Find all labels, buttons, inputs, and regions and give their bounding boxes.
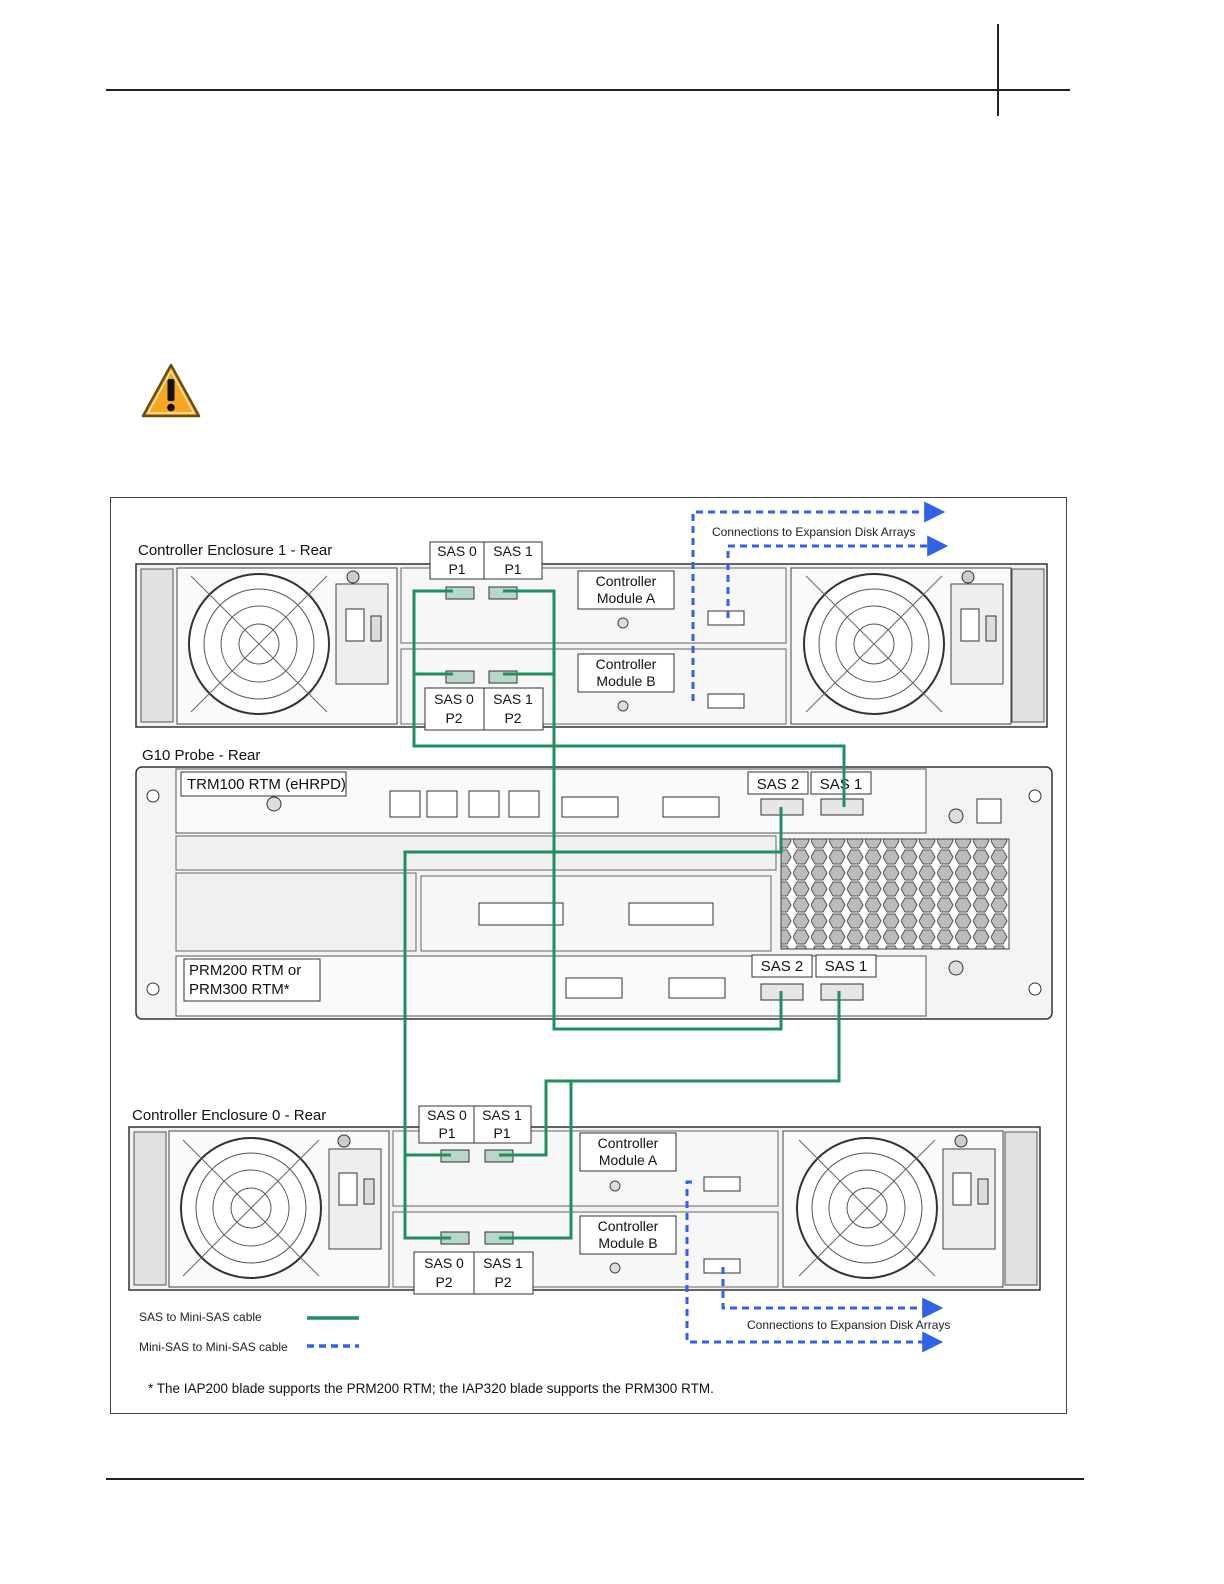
sas-cable [503, 589, 783, 1031]
enclosure1-controller-b-label: Controller Module B [577, 653, 675, 693]
sas1-label: SAS 1 [493, 691, 533, 707]
enclosure0-controller-b-label: Controller Module B [579, 1215, 677, 1255]
svg-text:SAS 1: SAS 1 [825, 958, 868, 975]
p2-label: P2 [445, 710, 462, 726]
minisas-cables [685, 501, 949, 1353]
svg-text:Module A: Module A [597, 590, 656, 606]
minisas-cable [726, 535, 949, 618]
svg-text:Controller: Controller [596, 573, 657, 589]
enclosure0-port-labels-top: SAS 0 P1 SAS 1 P1 [418, 1105, 532, 1144]
enclosure1-chassis [135, 563, 1048, 728]
sas0-label: SAS 0 [437, 543, 477, 559]
svg-text:Module A: Module A [599, 1152, 658, 1168]
warning-icon [141, 363, 201, 418]
svg-text:SAS 1: SAS 1 [820, 776, 863, 793]
svg-text:SAS 2: SAS 2 [757, 776, 800, 793]
enclosure0-title: Controller Enclosure 0 - Rear [132, 1107, 326, 1124]
svg-text:TRM100 RTM (eHRPD): TRM100 RTM (eHRPD) [187, 776, 346, 793]
svg-text:SAS 0: SAS 0 [424, 1255, 464, 1271]
svg-text:Controller: Controller [598, 1135, 659, 1151]
enclosure1-controller-a-label: Controller Module A [577, 570, 675, 610]
svg-text:Controller: Controller [598, 1218, 659, 1234]
enclosure1-port-labels-bottom: SAS 0 P2 SAS 1 P2 [424, 687, 544, 731]
expansion-label-top: Connections to Expansion Disk Arrays [712, 525, 915, 539]
svg-text:SAS 1: SAS 1 [483, 1255, 523, 1271]
prm-label: PRM200 RTM or PRM300 RTM* [183, 958, 321, 1002]
sas-cable [499, 991, 841, 1157]
svg-text:Controller: Controller [596, 656, 657, 672]
minisas-cable [685, 1180, 944, 1353]
svg-text:P2: P2 [494, 1274, 511, 1290]
svg-text:SAS 2: SAS 2 [761, 958, 804, 975]
legend-sas-label: SAS to Mini-SAS cable [139, 1310, 262, 1324]
svg-text:Module B: Module B [598, 1235, 657, 1251]
sas-cables [403, 589, 846, 1240]
header-rule [106, 89, 1070, 91]
svg-text:P2: P2 [435, 1274, 452, 1290]
probe-title: G10 Probe - Rear [142, 747, 260, 764]
enclosure1-title: Controller Enclosure 1 - Rear [138, 542, 332, 559]
minisas-cable [721, 1267, 944, 1319]
svg-text:PRM300 RTM*: PRM300 RTM* [189, 981, 290, 998]
p2-label: P2 [504, 710, 521, 726]
sas-cable [499, 1081, 573, 1240]
trm-sas-labels: SAS 2 SAS 1 [747, 771, 872, 795]
svg-text:SAS 1: SAS 1 [482, 1107, 522, 1123]
p1-label: P1 [448, 561, 465, 577]
enclosure0-port-labels-bottom: SAS 0 P2 SAS 1 P2 [413, 1251, 534, 1295]
enclosure1-port-labels-top: SAS 0 P1 SAS 1 P1 [429, 541, 543, 580]
legend: SAS to Mini-SAS cable Mini-SAS to Mini-S… [139, 1310, 359, 1354]
cabling-diagram-svg: Controller Enclosure 1 - Rear [128, 501, 1053, 1396]
enclosure0-controller-a-label: Controller Module A [579, 1132, 677, 1172]
sas-cable [412, 589, 846, 807]
minisas-cable [691, 501, 946, 701]
svg-text:P1: P1 [438, 1125, 455, 1141]
trm-label: TRM100 RTM (eHRPD) [180, 771, 347, 797]
expansion-label-bottom: Connections to Expansion Disk Arrays [747, 1318, 950, 1332]
cabling-diagram: Controller Enclosure 1 - Rear [110, 497, 1067, 1414]
legend-minisas-label: Mini-SAS to Mini-SAS cable [139, 1340, 288, 1354]
sas0-label: SAS 0 [434, 691, 474, 707]
p1-label: P1 [504, 561, 521, 577]
svg-text:P1: P1 [493, 1125, 510, 1141]
svg-text:Module B: Module B [596, 673, 655, 689]
sas1-label: SAS 1 [493, 543, 533, 559]
header-vertical-rule [997, 24, 999, 116]
svg-text:SAS 0: SAS 0 [427, 1107, 467, 1123]
svg-text:PRM200 RTM or: PRM200 RTM or [189, 962, 301, 979]
footnote: * The IAP200 blade supports the PRM200 R… [148, 1381, 714, 1396]
footer-rule [106, 1478, 1084, 1480]
sas-cable [403, 807, 783, 1240]
prm-sas-labels: SAS 2 SAS 1 [751, 954, 877, 978]
